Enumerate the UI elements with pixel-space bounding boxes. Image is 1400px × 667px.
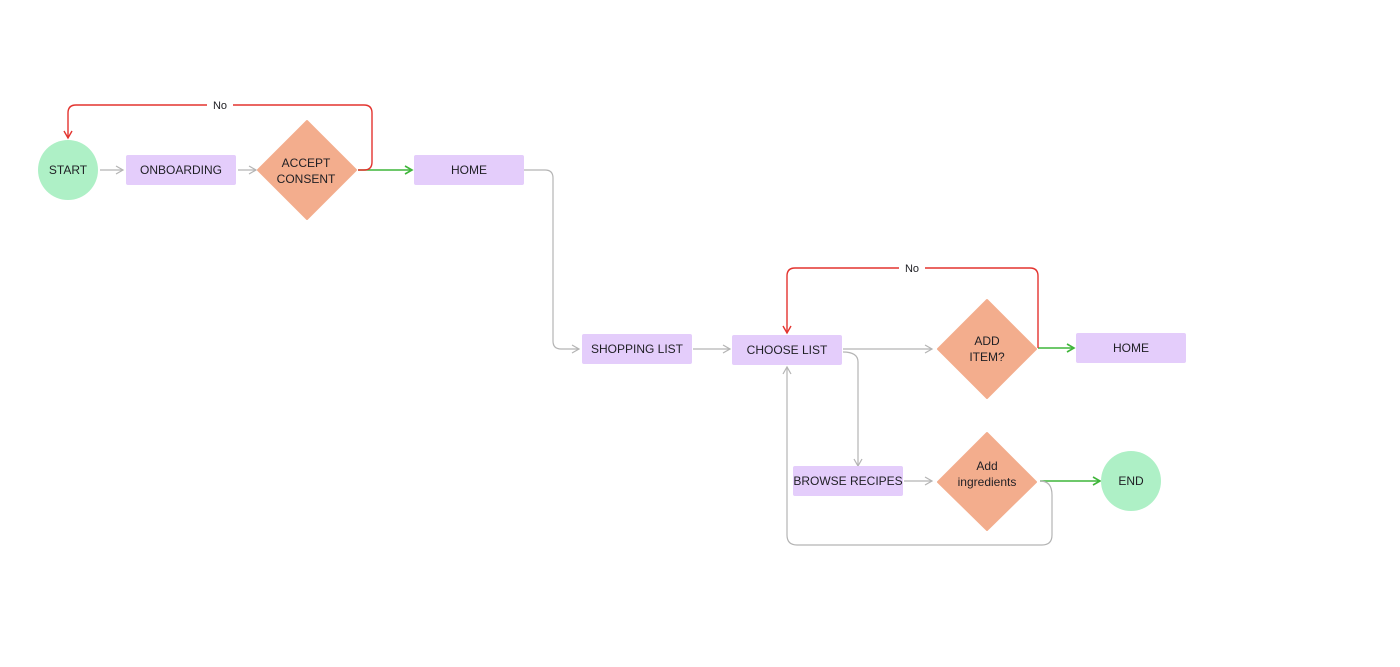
connector-consent-no-to-start: [63, 104, 373, 171]
start-circle: [38, 140, 98, 200]
no-label-bg-consent: [207, 97, 233, 113]
shopping-list-box: [582, 334, 692, 364]
add-item-diamond: [937, 299, 1037, 399]
browse-recipes-node[interactable]: BROWSE RECIPES: [793, 466, 903, 496]
home-right-node[interactable]: HOME: [1076, 333, 1186, 363]
add-item-label-line1: ADD: [974, 334, 1000, 348]
end-circle: [1101, 451, 1161, 511]
home-top-node[interactable]: HOME: [414, 155, 524, 185]
choose-list-label: CHOOSE LIST: [747, 343, 828, 357]
accept-consent-label-line1: ACCEPT: [282, 156, 331, 170]
home-right-label: HOME: [1113, 341, 1149, 355]
accept-consent-decision[interactable]: ACCEPT CONSENT: [257, 120, 357, 220]
add-ingredients-decision[interactable]: Add ingredients: [937, 432, 1037, 531]
accept-consent-label-line2: CONSENT: [277, 172, 336, 186]
add-item-decision[interactable]: ADD ITEM?: [937, 299, 1037, 399]
onboarding-box: [126, 155, 236, 185]
home-top-label: HOME: [451, 163, 487, 177]
browse-recipes-label: BROWSE RECIPES: [793, 474, 902, 488]
onboarding-node[interactable]: ONBOARDING: [126, 155, 236, 185]
start-label: START: [49, 163, 88, 177]
connector-choose-list-to-browse: [842, 351, 863, 468]
add-item-label-line2: ITEM?: [969, 350, 1005, 364]
connector-home-to-shopping-list: [524, 169, 581, 354]
onboarding-label: ONBOARDING: [140, 163, 222, 177]
end-label: END: [1118, 474, 1144, 488]
edge-label-consent-no: No: [213, 100, 227, 112]
shopping-list-label: SHOPPING LIST: [591, 342, 684, 356]
browse-recipes-box: [793, 466, 903, 496]
start-node[interactable]: START: [38, 140, 98, 200]
choose-list-node[interactable]: CHOOSE LIST: [732, 335, 842, 365]
edge-label-add-item-no: No: [905, 263, 919, 275]
end-node[interactable]: END: [1101, 451, 1161, 511]
no-label-bg-add-item: [899, 260, 925, 276]
shopping-list-node[interactable]: SHOPPING LIST: [582, 334, 692, 364]
add-ingredients-diamond: [937, 432, 1037, 531]
accept-consent-diamond: [257, 120, 357, 220]
home-top-box: [414, 155, 524, 185]
connector-add-ingredients-loop-to-choose-list: [782, 365, 1053, 546]
add-ingredients-label-line1: Add: [976, 459, 997, 473]
add-ingredients-label-line2: ingredients: [958, 475, 1017, 489]
home-right-box: [1076, 333, 1186, 363]
choose-list-box: [732, 335, 842, 365]
